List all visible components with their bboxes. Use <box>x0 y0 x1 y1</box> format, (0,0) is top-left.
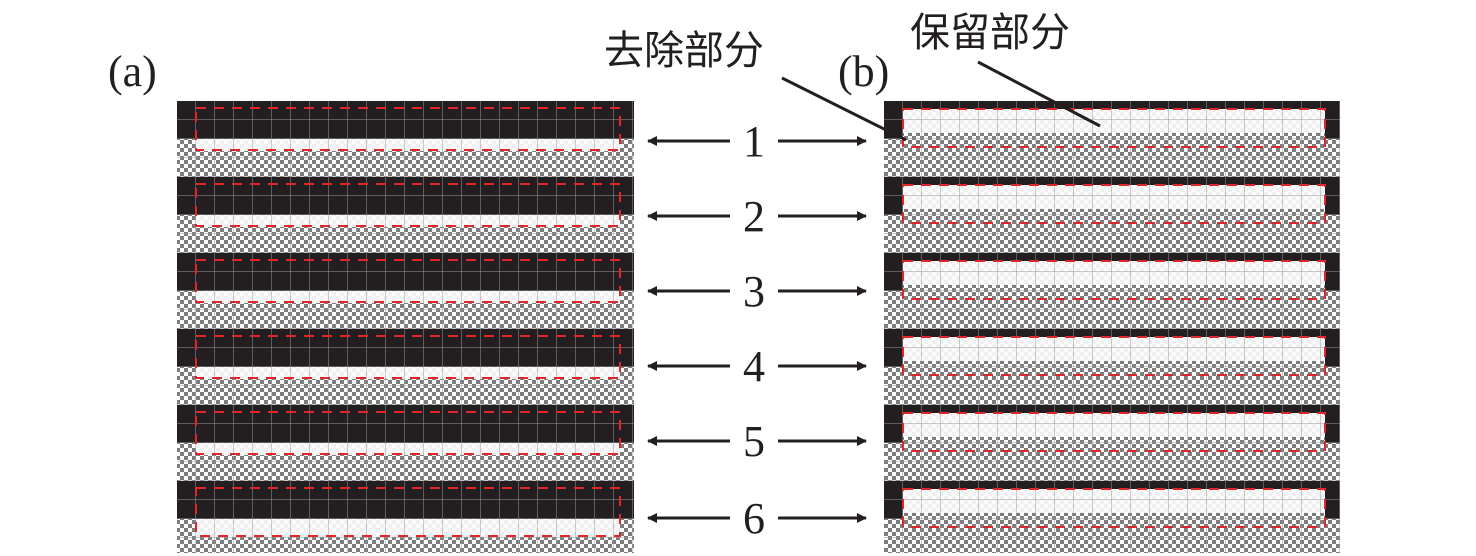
row-number: 6 <box>743 494 765 543</box>
removed-region-outline <box>902 108 1326 148</box>
row-indicator-2: 2 <box>647 192 867 241</box>
grid-lines <box>884 101 1340 553</box>
row-indicator-4: 4 <box>647 342 867 391</box>
removed-region-outline <box>902 488 1326 528</box>
row-indicator-1: 1 <box>647 117 867 166</box>
row-indicator-5: 5 <box>647 417 867 466</box>
row-number: 5 <box>743 417 765 466</box>
removed-region-outline <box>195 487 621 537</box>
panel-b-label: (b) <box>838 47 889 96</box>
panel-a <box>177 101 634 553</box>
row-number: 2 <box>743 192 765 241</box>
removed-region-outline <box>902 184 1326 224</box>
removed-part-label: 去除部分 <box>604 28 764 74</box>
row-number: 4 <box>743 342 765 391</box>
row-arrows: 1 2 3 4 5 6 <box>647 117 867 543</box>
panel-b <box>884 101 1340 553</box>
row-indicator-3: 3 <box>647 267 867 316</box>
removed-region-outline <box>902 412 1326 452</box>
row-number: 1 <box>743 117 765 166</box>
removed-region-outline <box>902 336 1326 376</box>
grid-lines <box>177 101 634 553</box>
row-indicator-6: 6 <box>647 494 867 543</box>
removed-leader-line <box>781 76 907 142</box>
removed-region-outline <box>902 260 1326 300</box>
kept-leader-line <box>977 60 1101 128</box>
panel-a-label: (a) <box>108 47 157 96</box>
kept-part-label: 保留部分 <box>910 10 1070 56</box>
row-number: 3 <box>743 267 765 316</box>
